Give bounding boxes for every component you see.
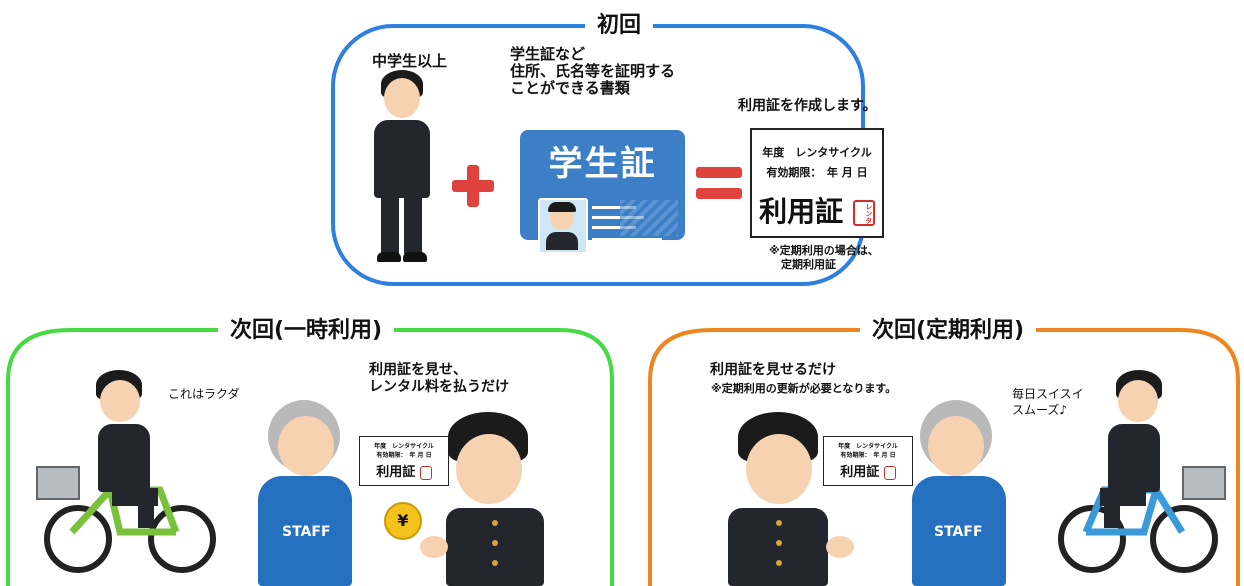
card-title: 学生証 (548, 144, 657, 184)
student-id-card: 学生証 (520, 130, 685, 254)
result-label: 利用証を作成します。 (738, 98, 877, 114)
left-instruction: 利用証を見せ、 レンタル料を払うだけ (369, 362, 509, 395)
small-cert-expiry-right: 有効期限： 年 月 日 (840, 452, 896, 459)
card-photo (538, 198, 588, 254)
usage-certificate-small-right: 年度 レンタサイクル 有効期限： 年 月 日 利用証 (823, 436, 913, 486)
small-cert-year-left: 年度 レンタサイクル (374, 443, 434, 450)
small-cert-seal-left (419, 465, 432, 480)
staff-label-left: STAFF (282, 524, 331, 540)
cert-seal: レンタ (852, 200, 875, 226)
small-cert-title-right: 利用証 (840, 465, 880, 480)
eligibility-label: 中学生以上 (372, 52, 448, 70)
usage-certificate-small-left: 年度 レンタサイクル 有効期限： 年 月 日 利用証 (359, 436, 449, 486)
staff-label-right: STAFF (934, 524, 983, 540)
documents-label: 学生証など 住所、氏名等を証明する ことができる書類 (510, 45, 676, 97)
right-instruction: 利用証を見せるだけ (710, 362, 836, 378)
left-frame (6, 328, 614, 586)
usage-certificate-large: 年度 レンタサイクル 有効期限： 年 月 日 利用証 レンタ (750, 128, 884, 238)
note-line2: 定期利用証 (781, 258, 836, 271)
small-cert-year-right: 年度 レンタサイクル (838, 443, 898, 450)
right-frame (648, 328, 1240, 586)
right-note: ※定期利用の更新が必要となります。 (711, 382, 897, 395)
small-cert-title-left: 利用証 (376, 465, 416, 480)
small-cert-seal-right (883, 465, 896, 480)
left-panel-title: 次回(一時利用) (218, 316, 395, 346)
cert-expiry-line: 有効期限： 年 月 日 (766, 166, 868, 179)
right-speech: 毎日スイスイ スムーズ♪ (1012, 387, 1084, 417)
cert-title: 利用証 (759, 195, 844, 228)
cert-year-line: 年度 レンタサイクル (762, 146, 872, 159)
yen-coin-icon: ¥ (384, 502, 422, 540)
equals-icon (696, 167, 742, 199)
left-speech: これはラクダ (168, 387, 240, 401)
plus-icon (452, 165, 494, 207)
small-cert-expiry-left: 有効期限： 年 月 日 (376, 452, 432, 459)
note-line1: ※定期利用の場合は、 (769, 244, 879, 257)
right-panel-title: 次回(定期利用) (860, 316, 1037, 346)
top-title: 初回 (585, 11, 654, 41)
